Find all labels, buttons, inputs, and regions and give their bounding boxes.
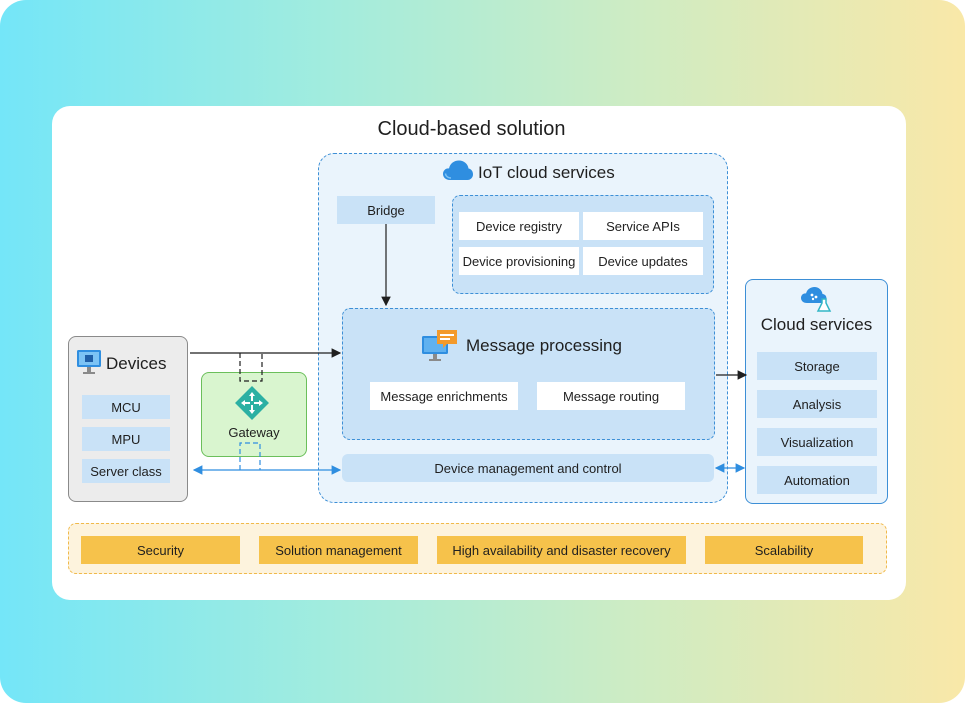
gateway-message-path [239,353,263,382]
device-chip-icon [77,350,101,374]
cloud-storage-box: Storage [757,352,877,380]
message-processing-group [342,308,715,440]
device-management-box: Device management and control [342,454,714,482]
cloud-visualization-box: Visualization [757,428,877,456]
device-services-group [452,195,714,294]
monitor-chat-icon [422,330,457,361]
scalability-box: Scalability [705,536,863,564]
device-mpu-box: MPU [82,427,170,451]
cloud-flask-icon [801,287,832,312]
service-apis-box: Service APIs [583,212,703,240]
security-box: Security [81,536,240,564]
diagram-title: Cloud-based solution [377,118,566,140]
bridge-box: Bridge [337,196,435,224]
cloud-analysis-box: Analysis [757,390,877,418]
message-routing-box: Message routing [537,382,685,410]
device-registry-box: Device registry [459,212,579,240]
cloud-services-title: Cloud services [760,315,873,334]
gateway-label: Gateway [228,425,280,440]
high-availability-box: High availability and disaster recovery [437,536,686,564]
cloud-automation-box: Automation [757,466,877,494]
device-provisioning-box: Device provisioning [459,247,579,275]
cloud-icon [443,160,473,180]
gateway-icon [235,386,269,420]
message-enrichments-box: Message enrichments [370,382,518,410]
solution-management-box: Solution management [259,536,418,564]
devices-title: Devices [106,354,167,373]
device-updates-box: Device updates [583,247,703,275]
gateway-management-path [239,442,261,470]
device-server-class-box: Server class [82,459,170,483]
iot-cloud-services-title: IoT cloud services [478,163,615,182]
message-processing-title: Message processing [466,336,622,355]
device-mcu-box: MCU [82,395,170,419]
